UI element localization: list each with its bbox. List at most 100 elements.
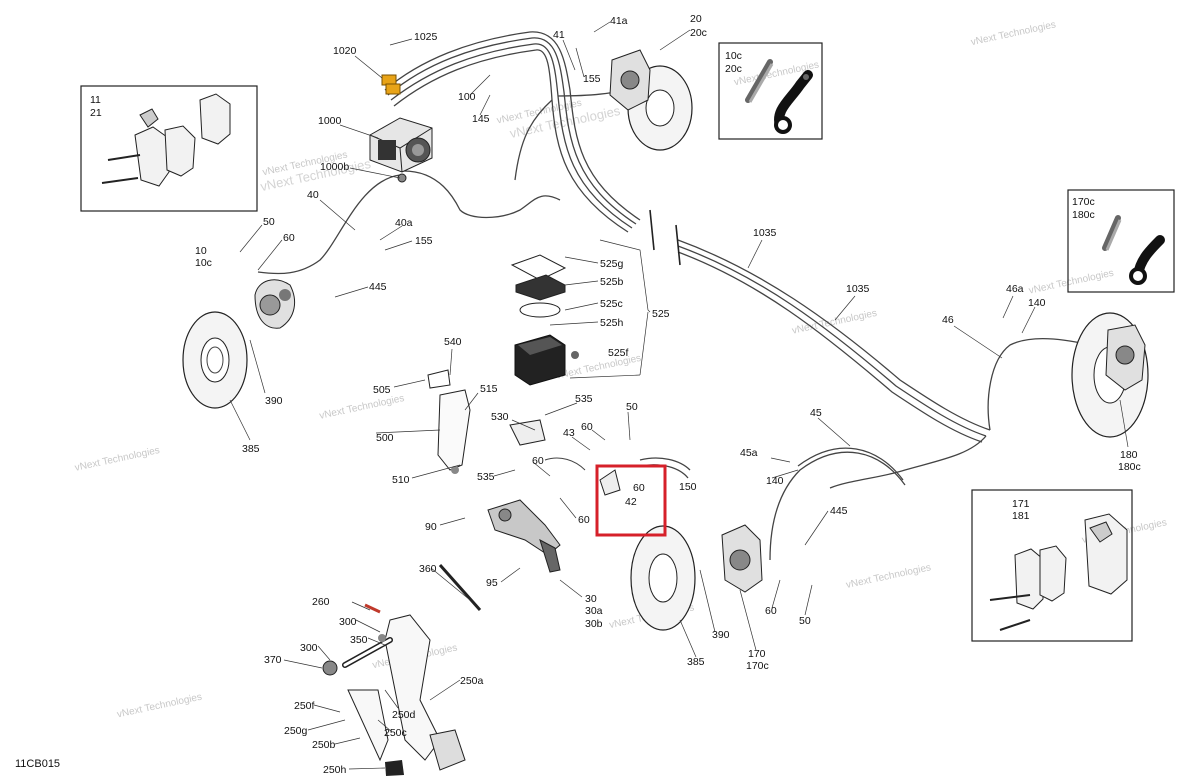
part-label: 300	[339, 616, 357, 628]
abs-connector	[381, 74, 401, 95]
switch-assembly	[509, 419, 621, 496]
part-label: 181	[1012, 510, 1030, 522]
part-label: 390	[712, 629, 730, 641]
part-label: 20	[690, 13, 702, 25]
rear-left-disc	[630, 525, 696, 631]
brake-pedal	[322, 564, 482, 776]
part-label: 445	[369, 281, 387, 293]
part-label: 350	[350, 634, 368, 646]
part-label: 525h	[600, 317, 624, 329]
part-label: 500	[376, 432, 394, 444]
leader-lines	[229, 21, 1129, 770]
part-label: 535	[477, 471, 495, 483]
part-label: 43	[563, 427, 575, 439]
part-label: 10	[195, 245, 207, 257]
part-label: 170	[748, 648, 766, 660]
part-label: 525f	[608, 347, 629, 359]
watermark: vNext Technologies	[970, 19, 1057, 48]
inset-bleeder-rear	[1067, 189, 1175, 293]
part-label: 250h	[323, 764, 347, 776]
part-label: 41	[553, 29, 565, 41]
part-label: 60	[283, 232, 295, 244]
part-label: 180c	[1072, 209, 1095, 221]
inset-brake-pads-front-left	[80, 85, 258, 212]
inset-bleeder-front	[718, 42, 823, 140]
part-label: 10c	[725, 50, 742, 62]
part-label: 250g	[284, 725, 308, 737]
part-label: 445	[830, 505, 848, 517]
pedal-bracket	[427, 369, 471, 474]
watermark: vNext Technologies	[318, 393, 405, 422]
part-label: 30	[585, 593, 597, 605]
part-label: 360	[419, 563, 437, 575]
part-label: 95	[486, 577, 498, 589]
part-label: 250a	[460, 675, 484, 687]
part-label: 20c	[690, 27, 707, 39]
part-label: 140	[1028, 297, 1046, 309]
part-label: 250d	[392, 709, 416, 721]
part-label: 155	[583, 73, 601, 85]
part-label: 60	[633, 482, 645, 494]
part-label: 370	[264, 654, 282, 666]
part-label: 50	[263, 216, 275, 228]
part-label: 41a	[610, 15, 628, 27]
part-label: 10c	[195, 257, 212, 269]
watermark: vNext Technologies	[116, 692, 203, 721]
part-label: 250c	[384, 727, 407, 739]
part-label: 1000b	[320, 161, 349, 173]
part-label: 250b	[312, 739, 336, 751]
part-label: 90	[425, 521, 437, 533]
part-label: 1000	[318, 115, 342, 127]
part-label: 100	[458, 91, 476, 103]
part-label: 60	[765, 605, 777, 617]
part-label: 1035	[846, 283, 870, 295]
part-label: 46	[942, 314, 954, 326]
abs-module	[369, 74, 433, 183]
part-label: 260	[312, 596, 330, 608]
part-label: 535	[575, 393, 593, 405]
part-label: 530	[491, 411, 509, 423]
part-label: 1035	[753, 227, 777, 239]
part-label: 30a	[585, 605, 603, 617]
part-label: 60	[581, 421, 593, 433]
diagram-code: 11CB015	[15, 758, 60, 770]
part-label: 60	[532, 455, 544, 467]
highlight-box	[595, 464, 667, 537]
part-label: 40a	[395, 217, 413, 229]
part-label: 170c	[1072, 196, 1095, 208]
part-label: 30b	[585, 618, 603, 630]
part-label: 1020	[333, 45, 357, 57]
part-label: 150	[679, 481, 697, 493]
part-label: 505	[373, 384, 391, 396]
part-label: 385	[687, 656, 705, 668]
watermark: vNext Technologies	[555, 353, 642, 382]
part-label: 170c	[746, 660, 769, 672]
part-label: 1025	[414, 31, 438, 43]
part-label: 45	[810, 407, 822, 419]
part-label: 46a	[1006, 283, 1024, 295]
part-label: 60	[578, 514, 590, 526]
master-cylinder	[487, 499, 561, 573]
front-right-caliper	[609, 49, 651, 111]
part-label: 390	[265, 395, 283, 407]
part-label: 525	[652, 308, 670, 320]
part-label: 300	[300, 642, 318, 654]
part-label: 45a	[740, 447, 758, 459]
front-left-caliper	[254, 279, 296, 329]
rear-left-caliper	[721, 524, 763, 593]
part-label: 515	[480, 383, 498, 395]
part-label: 42	[625, 496, 637, 508]
part-labels: 1025 1020 1000 1000b 41a 41 20 20c 155 1…	[90, 13, 1141, 776]
part-label: 525c	[600, 298, 623, 310]
part-label: 180	[1120, 449, 1138, 461]
brake-fluid-reservoir	[510, 254, 579, 386]
part-label: 180c	[1118, 461, 1141, 473]
inset-brake-pads-rear	[971, 489, 1133, 642]
part-label: 40	[307, 189, 319, 201]
part-label: 525b	[600, 276, 624, 288]
part-label: 50	[626, 401, 638, 413]
part-label: 250f	[294, 700, 315, 712]
part-label: 145	[472, 113, 490, 125]
part-label: 540	[444, 336, 462, 348]
part-label: 11	[90, 94, 101, 106]
